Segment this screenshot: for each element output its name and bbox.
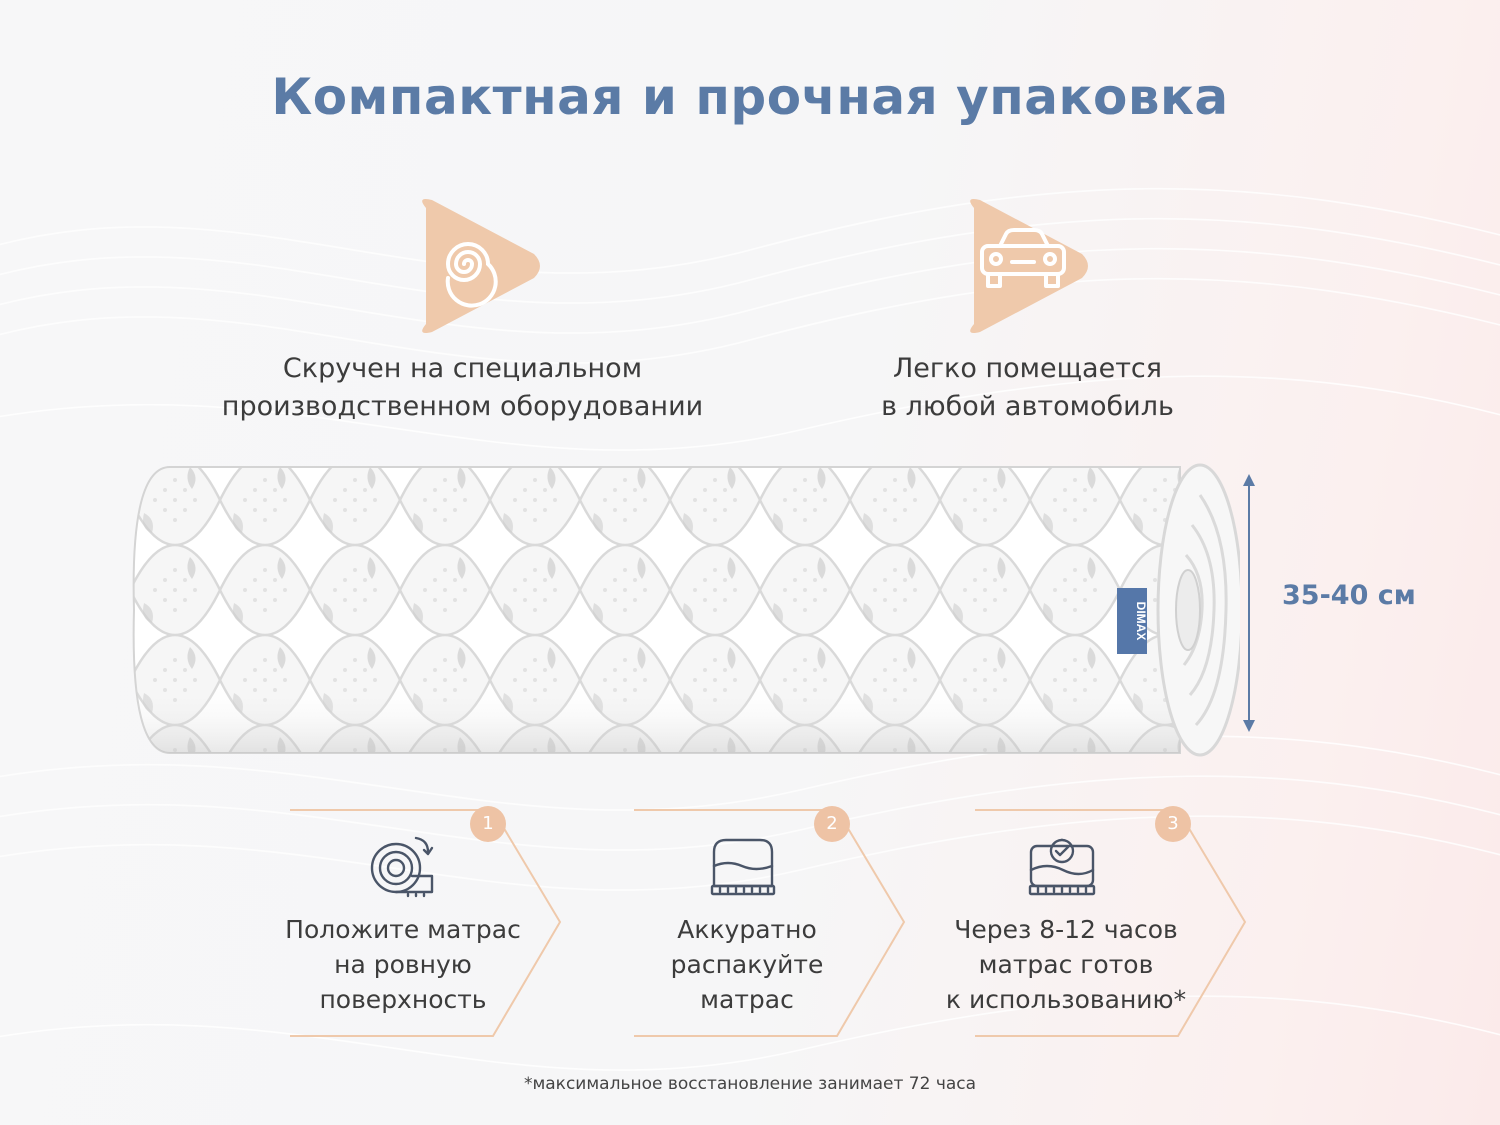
- feature-line: в любой автомобиль: [881, 391, 1174, 422]
- feature-line: Скручен на специальном: [282, 353, 643, 384]
- car-icon: [960, 196, 1090, 336]
- mattress-icon: [708, 834, 778, 900]
- rolled-mattress-image: DIMAX: [132, 463, 1240, 757]
- step-card-1: 1 Положите матрас на ровную поверхность: [285, 806, 578, 1041]
- step-text-3: Через 8-12 часов матрас готов к использо…: [931, 912, 1201, 1017]
- spiral-icon: [412, 196, 542, 336]
- step-text-1: Положите матрас на ровную поверхность: [268, 912, 538, 1017]
- unroll-mattress-icon: [368, 832, 438, 902]
- step-card-3: 3 Через 8-12 часов матрас готов к исполь…: [946, 806, 1263, 1041]
- step-line: Через 8-12 часов: [954, 915, 1178, 944]
- step-line: на ровную: [334, 950, 472, 979]
- step-line: матрас готов: [978, 950, 1154, 979]
- step-line: Аккуратно: [677, 915, 817, 944]
- step-line: распакуйте: [670, 950, 824, 979]
- step-number-badge: 3: [1155, 806, 1191, 842]
- step-card-2: 2 Аккуратно распакуйте матрас: [632, 806, 922, 1041]
- footnote: *максимальное восстановление занимает 72…: [523, 1074, 977, 1094]
- mattress-ready-check-icon: [1027, 832, 1097, 902]
- step-text-2: Аккуратно распакуйте матрас: [612, 912, 882, 1017]
- feature-line: производственном оборудовании: [221, 391, 704, 422]
- step-line: Положите матрас: [285, 915, 521, 944]
- step-line: матрас: [700, 985, 794, 1014]
- feature-text-rolled: Скручен на специальном производственном …: [200, 350, 725, 426]
- height-dimension-arrow: [1243, 474, 1255, 732]
- step-line: к использованию*: [945, 985, 1187, 1014]
- feature-text-car: Легко помещается в любой автомобиль: [830, 350, 1225, 426]
- step-number-badge: 1: [470, 806, 506, 842]
- page-title: Компактная и прочная упаковка: [271, 68, 1229, 126]
- feature-line: Легко помещается: [892, 353, 1163, 384]
- height-dimension-label: 35-40 см: [1282, 580, 1416, 611]
- brand-tag: DIMAX: [1134, 602, 1148, 641]
- step-line: поверхность: [319, 985, 487, 1014]
- step-number-badge: 2: [814, 806, 850, 842]
